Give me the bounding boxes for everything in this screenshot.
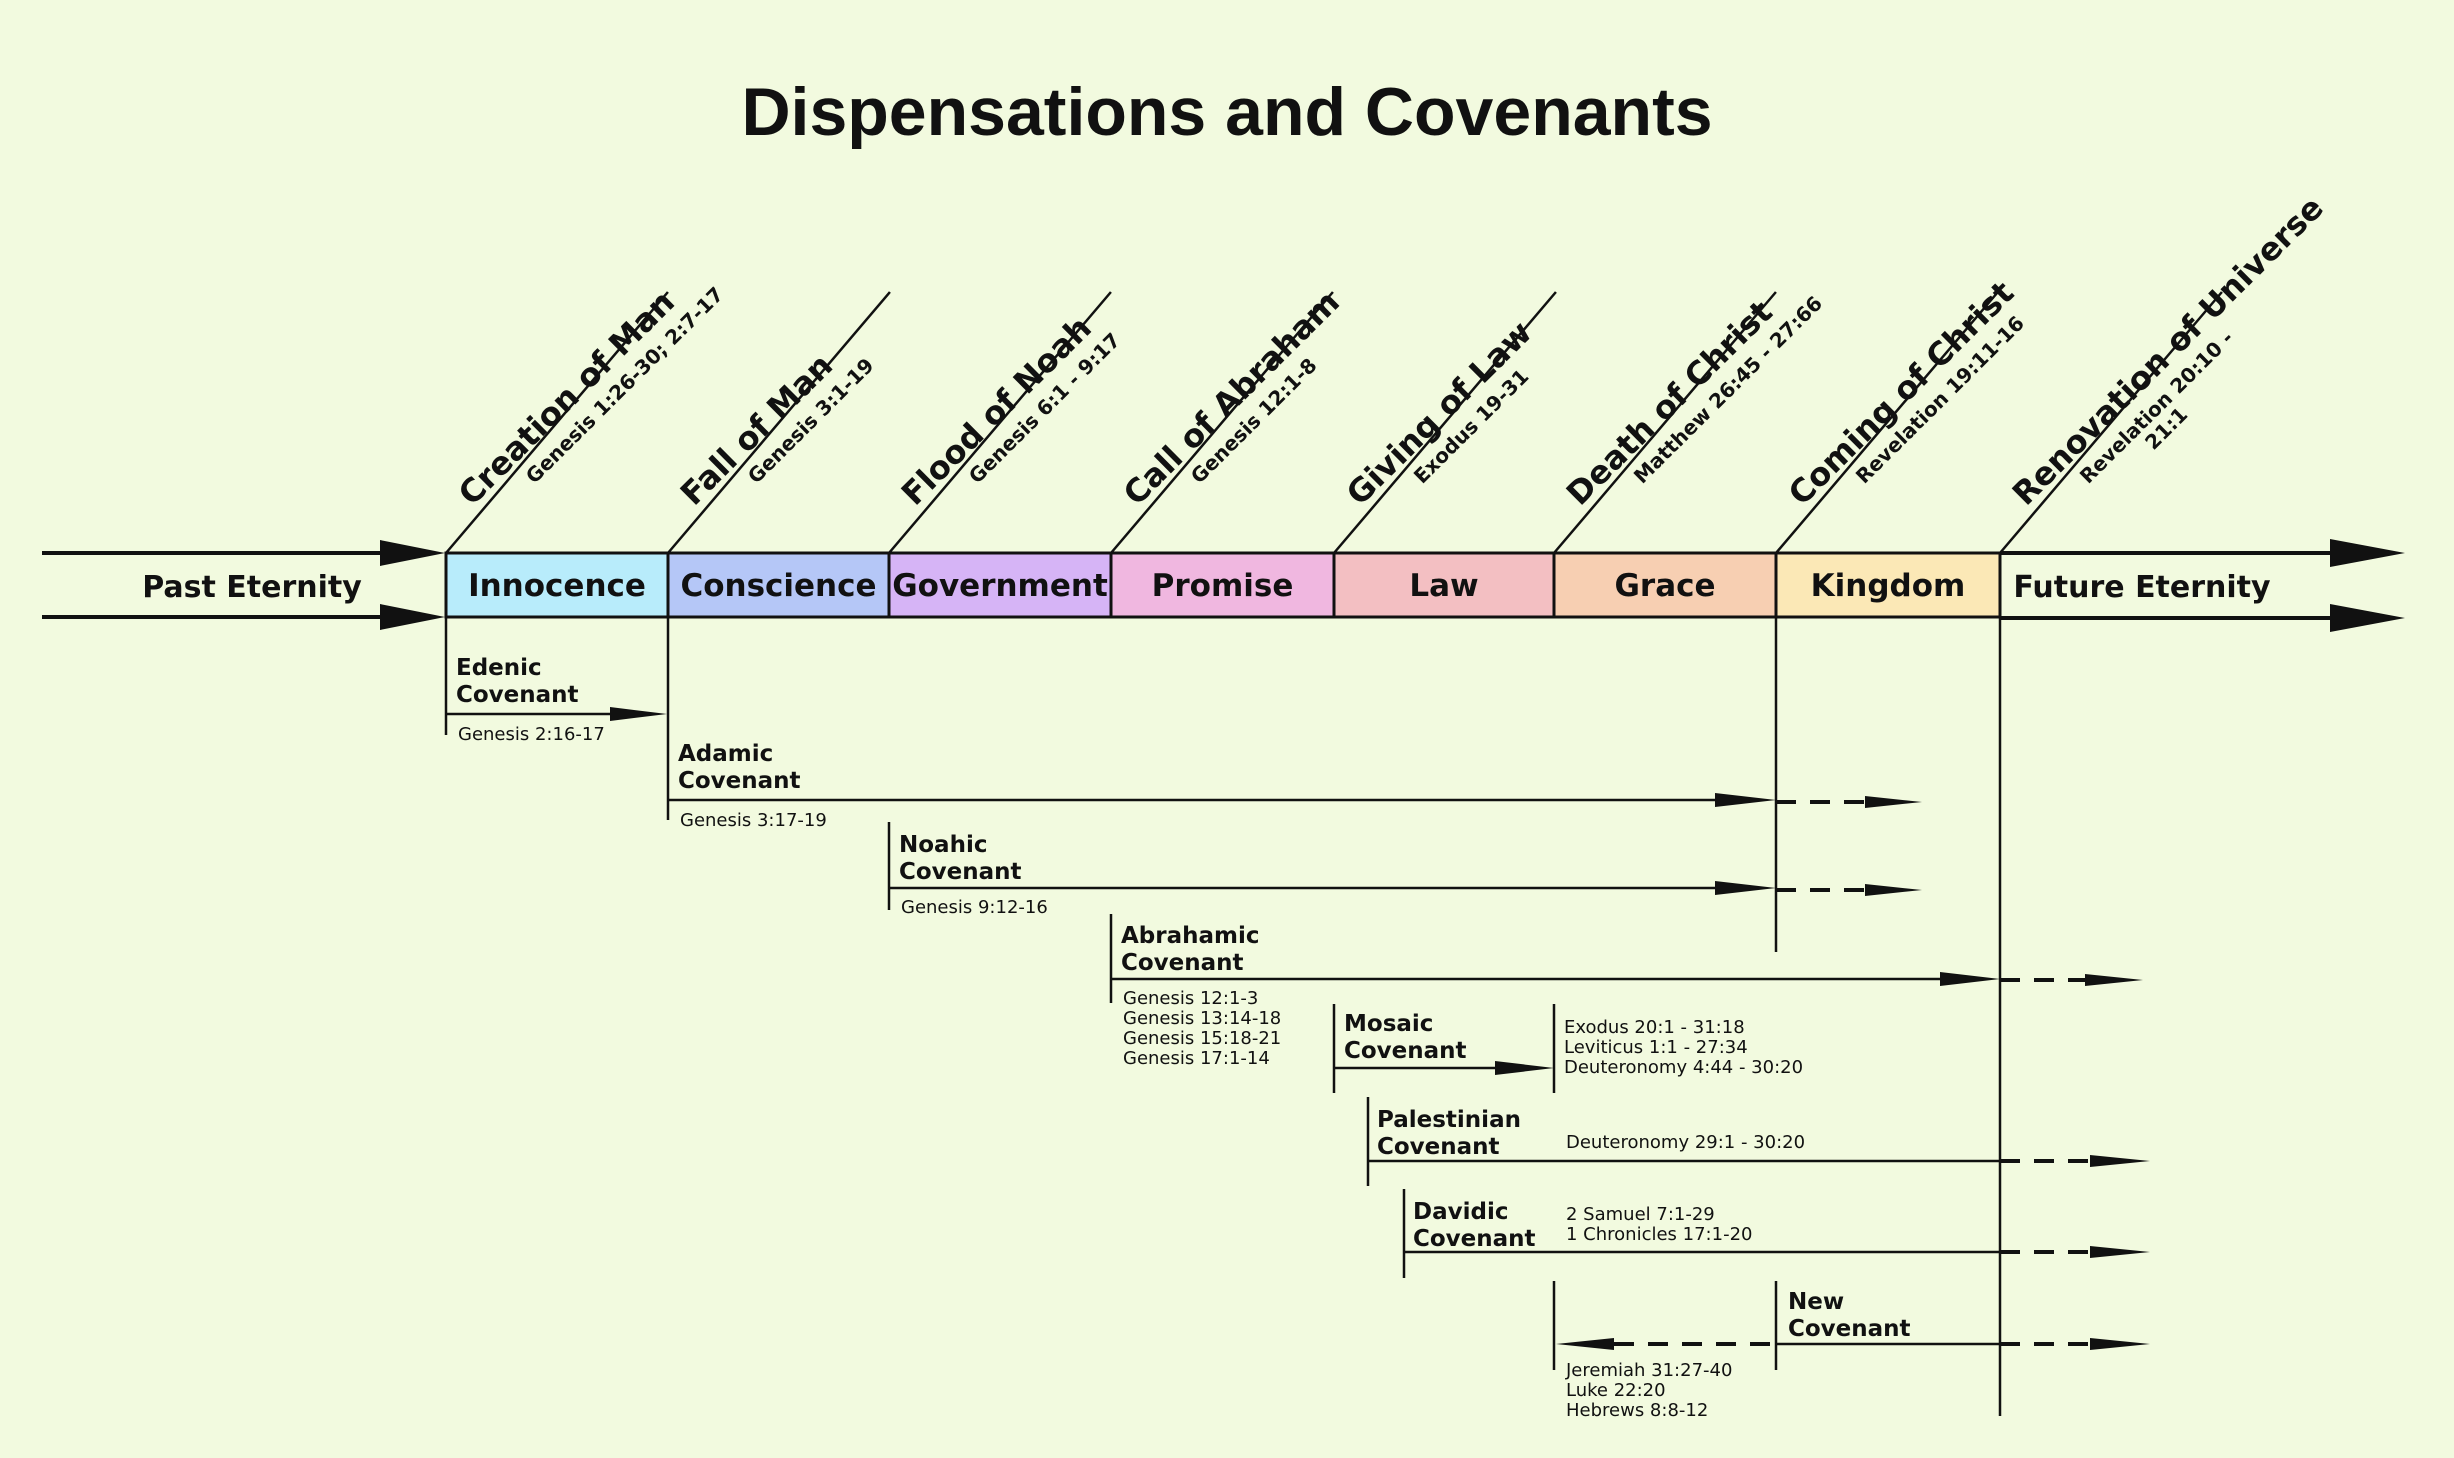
event-name: Death of Christ <box>1559 293 1780 513</box>
segment-grace <box>1552 551 1778 619</box>
segment-label-government: Government <box>892 568 1108 604</box>
davidic-covenant-refs: 2 Samuel 7:1-29 1 Chronicles 17:1-20 <box>1566 1204 1752 1245</box>
abrahamic-covenant-lines <box>1109 914 2143 1003</box>
edenic-covenant-lines <box>446 707 667 721</box>
event-name: Creation of Man <box>451 283 682 513</box>
noahic-covenant-lines <box>887 822 1922 910</box>
adamic-covenant-lines <box>668 793 1922 808</box>
segment-conscience <box>666 551 891 619</box>
palestinian-covenant-lines <box>1366 1097 2150 1186</box>
noahic-covenant-ref: Genesis 9:12-16 <box>901 897 1048 918</box>
segment-label-innocence: Innocence <box>468 568 646 604</box>
event-line-coming-of-christ <box>1775 291 1999 554</box>
segment-label-conscience: Conscience <box>680 568 876 604</box>
event-line-fall-of-man <box>667 291 891 554</box>
event-line-call-of-abraham <box>1110 291 1334 554</box>
dispensation-bar: Innocence Conscience Government Promise Law G… <box>444 551 2002 619</box>
event-name: Renovation of Universe <box>2005 189 2331 513</box>
event-line-renovation-of-universe <box>1999 291 2223 554</box>
new-covenant-refs: Jeremiah 31:27-40 Luke 22:20 Hebrews 8:8… <box>1565 1360 1738 1421</box>
segment-innocence <box>444 551 670 619</box>
past-eternity-arrows <box>42 540 445 630</box>
event-name: Call of Abraham <box>1116 283 1347 513</box>
new-covenant-lines <box>1552 1281 2150 1370</box>
adamic-covenant-ref: Genesis 3:17-19 <box>680 810 827 831</box>
boundary-extensions <box>444 617 2002 1416</box>
mosaic-covenant-refs: Exodus 20:1 - 31:18 Leviticus 1:1 - 27:3… <box>1564 1017 1803 1078</box>
past-eternity-label: Past Eternity <box>142 570 362 605</box>
segment-label-promise: Promise <box>1152 568 1294 604</box>
mosaic-covenant-lines <box>1332 1004 1556 1093</box>
event-name: Flood of Noah <box>894 309 1099 513</box>
davidic-covenant-lines <box>1402 1189 2150 1278</box>
event-line-flood-of-noah <box>888 291 1112 554</box>
segment-label-kingdom: Kingdom <box>1811 568 1966 604</box>
future-eternity-arrows <box>2000 539 2405 632</box>
diagram-title: Dispensations and Covenants <box>741 74 1712 150</box>
palestinian-covenant-ref: Deuteronomy 29:1 - 30:20 <box>1566 1132 1805 1153</box>
edenic-covenant-ref: Genesis 2:16-17 <box>458 724 605 745</box>
segment-label-law: Law <box>1409 568 1478 604</box>
segment-kingdom <box>1774 551 2002 619</box>
segment-label-grace: Grace <box>1614 568 1715 604</box>
future-eternity-label: Future Eternity <box>2013 570 2271 605</box>
abrahamic-covenant-refs: Genesis 12:1-3 Genesis 13:14-18 Genesis … <box>1123 988 1287 1069</box>
event-line-creation-of-man <box>445 291 669 554</box>
event-name: Giving of Law <box>1339 313 1539 512</box>
event-line-giving-of-law <box>1333 291 1557 554</box>
event-line-death-of-christ <box>1553 291 1777 554</box>
